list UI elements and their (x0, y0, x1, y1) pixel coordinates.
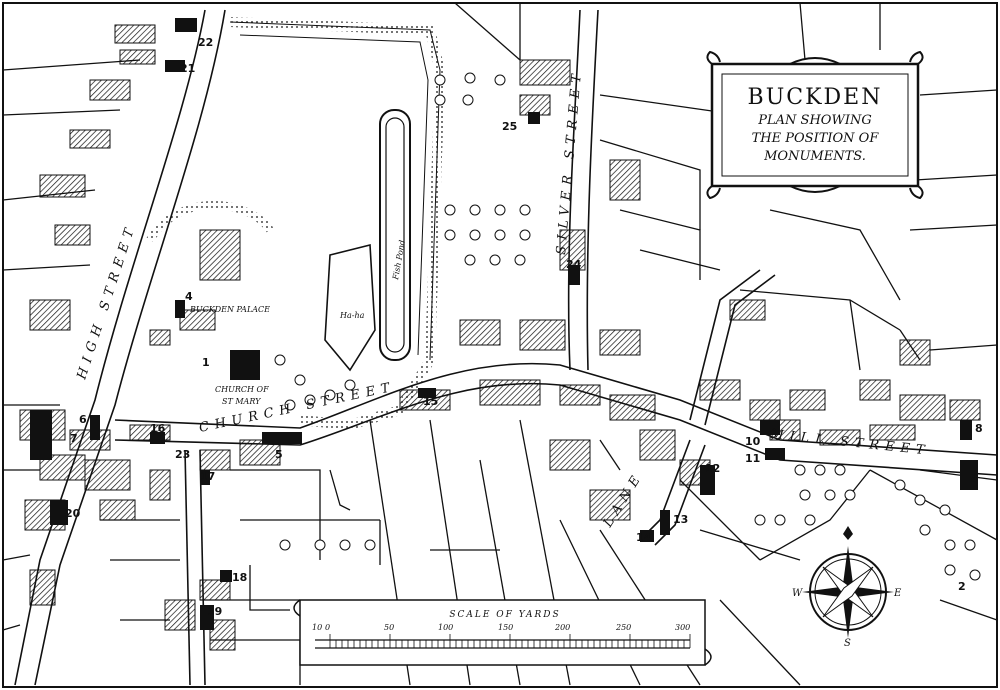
monument-20: 20 (65, 507, 81, 520)
monument-17: 17 (200, 470, 215, 483)
monument-18: 18 (232, 571, 247, 584)
palace-label: BUCKDEN PALACE (189, 305, 270, 314)
monument-6: 6 (79, 413, 87, 426)
scale-tick-10: 10 (312, 623, 322, 632)
monument-2: 2 (958, 580, 966, 593)
monument-numbers: 1 2 4 5 6 7 8 9 10 11 12 13 14 15 16 17 … (65, 36, 983, 618)
scale-tick-300: 300 (675, 623, 690, 632)
scale-title: SCALE OF YARDS (449, 610, 560, 620)
monument-buildings (30, 18, 978, 630)
scale-ticks (329, 634, 691, 648)
trees (274, 72, 981, 581)
cartouche-title: BUCKDEN (748, 85, 883, 110)
ha-ha-label: Ha-ha (339, 311, 365, 320)
monument-25: 25 (502, 120, 517, 133)
monument-24: 24 (566, 258, 582, 271)
monument-7: 7 (70, 432, 78, 445)
monument-14: 14 (636, 531, 652, 544)
monument-21: 21 (180, 62, 195, 75)
monument-16: 16 (150, 422, 166, 435)
monument-4: 4 (185, 290, 193, 303)
title-cartouche: BUCKDEN PLAN SHOWING THE POSITION OF MON… (706, 50, 924, 200)
compass-s: S (844, 638, 851, 649)
scale-bar: SCALE OF YARDS 10 0 50 100 150 200 250 3… (293, 599, 712, 666)
monument-13: 13 (673, 513, 688, 526)
monument-1: 1 (202, 356, 210, 369)
ha-ha (324, 243, 376, 372)
cartouche-line-1: PLAN SHOWING (757, 113, 871, 128)
monument-5: 5 (275, 448, 283, 461)
monument-23: 23 (175, 448, 190, 461)
scale-tick-200: 200 (554, 623, 570, 632)
scale-tick-0: 0 (325, 623, 330, 632)
monument-22: 22 (198, 36, 213, 49)
church-label-2: ST MARY (222, 397, 261, 406)
church-label-1: CHURCH OF (215, 385, 269, 394)
monument-11: 11 (745, 452, 760, 465)
compass-w: W (792, 588, 803, 599)
monument-12: 12 (705, 462, 720, 475)
compass-rose-icon: W E S (792, 526, 902, 649)
scale-tick-250: 250 (615, 623, 631, 632)
scale-tick-150: 150 (498, 623, 513, 632)
monument-10: 10 (745, 435, 761, 448)
scale-tick-50: 50 (384, 623, 394, 632)
cartouche-line-2: THE POSITION OF (752, 131, 880, 146)
palace-grounds (146, 17, 446, 431)
monument-9: 9 (970, 472, 978, 485)
monument-8: 8 (975, 422, 983, 435)
cartouche-line-3: MONUMENTS. (763, 149, 866, 164)
scale-tick-100: 100 (438, 623, 453, 632)
monument-19: 19 (207, 605, 222, 618)
monument-15: 15 (423, 395, 438, 408)
compass-e: E (893, 588, 902, 599)
